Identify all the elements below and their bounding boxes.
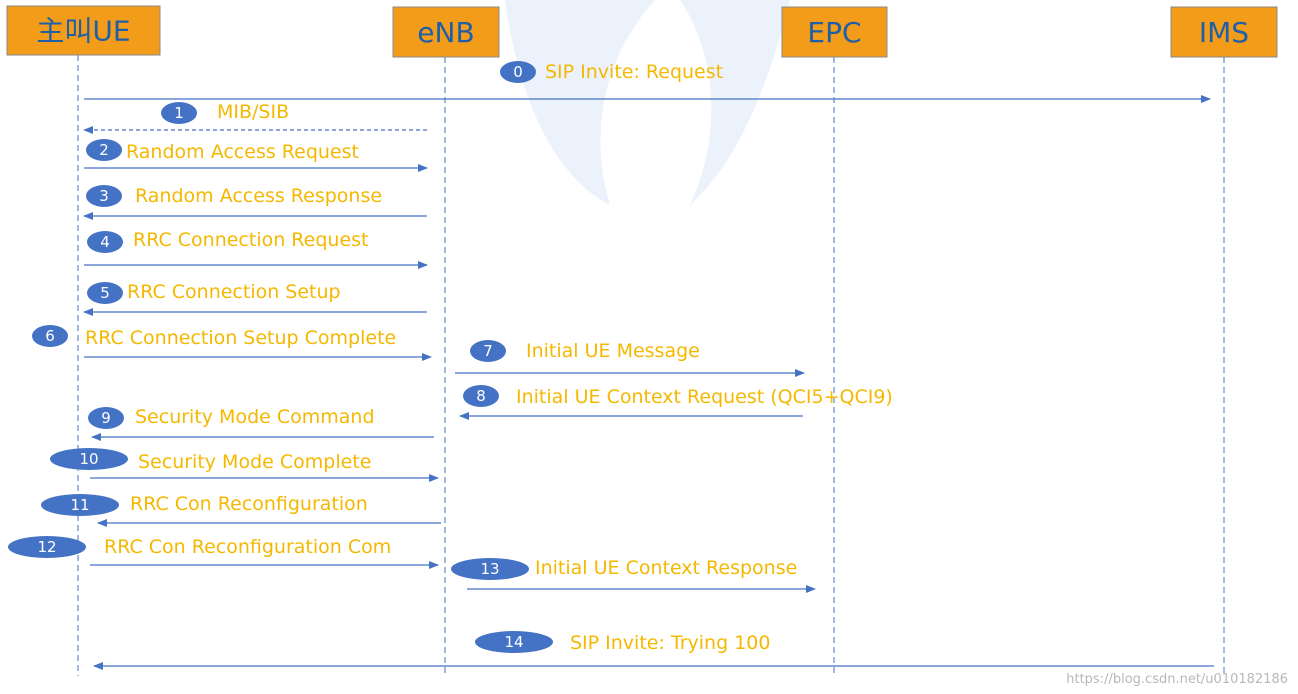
message-label-9: Security Mode Command xyxy=(135,406,375,428)
participant-box-enb xyxy=(392,6,500,58)
message-step-3: 3 Random Access Response xyxy=(83,185,427,220)
message-step-8: 8 Initial UE Context Request (QCI5+QCI9) xyxy=(459,385,893,420)
step-number-0: 0 xyxy=(513,63,523,81)
message-step-9: 9 Security Mode Command xyxy=(88,406,434,441)
message-label-13: Initial UE Context Response xyxy=(535,557,797,579)
step-number-5: 5 xyxy=(100,284,110,302)
message-label-6: RRC Connection Setup Complete xyxy=(85,327,396,349)
step-badge-0 xyxy=(500,61,536,83)
message-label-12: RRC Con Reconfiguration Com xyxy=(104,536,391,558)
step-badge-8 xyxy=(463,385,499,407)
step-number-11: 11 xyxy=(70,496,89,514)
participant-label-epc: EPC xyxy=(807,16,861,49)
step-badge-7 xyxy=(470,340,506,362)
message-step-13: 13 Initial UE Context Response xyxy=(451,557,816,593)
message-label-8: Initial UE Context Request (QCI5+QCI9) xyxy=(516,386,893,408)
message-step-10: 10 Security Mode Complete xyxy=(50,448,439,482)
participant-box-ims xyxy=(1170,6,1278,58)
message-step-12: 12 RRC Con Reconfiguration Com xyxy=(8,536,439,569)
watermark-text: https://blog.csdn.net/u010182186 xyxy=(1066,672,1288,687)
step-badge-9 xyxy=(88,407,124,429)
message-step-2: 2 Random Access Request xyxy=(84,139,428,172)
step-badge-13 xyxy=(451,558,529,580)
step-number-8: 8 xyxy=(476,387,486,405)
message-label-11: RRC Con Reconfiguration xyxy=(130,493,368,515)
participant-label-enb: eNB xyxy=(417,16,474,49)
step-number-6: 6 xyxy=(45,327,55,345)
step-badge-14 xyxy=(475,631,553,653)
message-label-3: Random Access Response xyxy=(135,185,382,207)
step-number-1: 1 xyxy=(174,104,184,122)
message-step-1: 1 MIB/SIB xyxy=(83,101,427,134)
message-label-5: RRC Connection Setup xyxy=(127,281,341,303)
message-step-14: 14 SIP Invite: Trying 100 xyxy=(93,631,1214,670)
message-label-10: Security Mode Complete xyxy=(138,451,371,473)
step-badge-3 xyxy=(86,185,122,207)
step-number-4: 4 xyxy=(100,233,110,251)
step-number-2: 2 xyxy=(99,141,109,159)
step-badge-5 xyxy=(87,282,123,304)
step-badge-10 xyxy=(50,448,128,470)
step-number-3: 3 xyxy=(99,187,109,205)
step-number-10: 10 xyxy=(79,450,98,468)
message-label-0: SIP Invite: Request xyxy=(545,61,723,83)
message-label-1: MIB/SIB xyxy=(217,101,289,123)
participant-label-ue: 主叫UE xyxy=(36,15,130,48)
message-step-11: 11 RRC Con Reconfiguration xyxy=(41,493,441,527)
participant-box-epc xyxy=(781,6,888,58)
step-badge-2 xyxy=(86,139,122,161)
message-label-2: Random Access Request xyxy=(126,141,359,163)
step-number-12: 12 xyxy=(37,538,56,556)
message-step-4: 4 RRC Connection Request xyxy=(84,229,428,269)
message-step-7: 7 Initial UE Message xyxy=(455,340,805,377)
step-badge-6 xyxy=(32,325,68,347)
step-number-14: 14 xyxy=(504,633,523,651)
message-step-5: 5 RRC Connection Setup xyxy=(83,281,427,316)
participant-box-ue xyxy=(6,5,161,56)
background-logo-shape xyxy=(505,0,655,205)
message-label-7: Initial UE Message xyxy=(526,340,700,362)
message-step-0: 0 SIP Invite: Request xyxy=(84,61,1211,103)
step-badge-4 xyxy=(87,231,123,253)
step-badge-1 xyxy=(161,102,197,124)
step-badge-12 xyxy=(8,536,86,558)
message-label-14: SIP Invite: Trying 100 xyxy=(570,632,770,654)
background-logo-shape-2 xyxy=(680,0,790,205)
step-number-9: 9 xyxy=(101,409,111,427)
message-step-6: 6 RRC Connection Setup Complete xyxy=(32,325,432,361)
participant-label-ims: IMS xyxy=(1199,16,1249,49)
step-number-7: 7 xyxy=(483,342,493,360)
step-badge-11 xyxy=(41,494,119,516)
message-label-4: RRC Connection Request xyxy=(133,229,369,251)
step-number-13: 13 xyxy=(480,560,499,578)
